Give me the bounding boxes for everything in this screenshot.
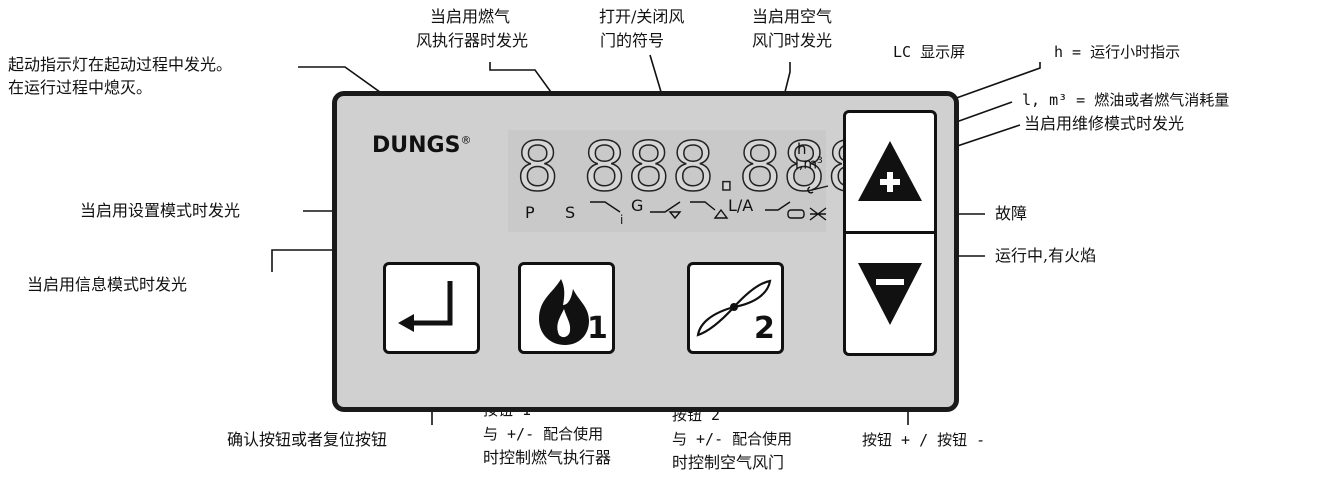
- fuel-actuator-button[interactable]: 1: [518, 262, 615, 354]
- annotation-start-lamp-2: 在运行过程中熄灭。: [8, 78, 153, 97]
- annotation-info-mode: 当启用信息模式时发光: [27, 275, 188, 294]
- plus-triangle-icon: [858, 141, 922, 201]
- damper-open-icon: [713, 208, 729, 219]
- annotation-damper-symbol-1: 打开/关闭风: [599, 7, 685, 26]
- annotation-damper-symbol-2: 门的符号: [600, 31, 665, 50]
- annotation-hours: h = 运行小时指示: [1054, 43, 1181, 61]
- annotation-consumption: l, m³ = 燃油或者燃气消耗量: [1022, 91, 1230, 109]
- annotation-start-lamp-1: 起动指示灯在起动过程中发光。: [8, 55, 233, 74]
- button-2-number: 2: [754, 311, 775, 346]
- annotation-service-mode: 当启用维修模式时发光: [1024, 114, 1185, 133]
- enter-arrow-icon: [398, 281, 453, 332]
- button-1-number: 1: [587, 311, 608, 346]
- consumption-indicator: l,m3: [795, 156, 823, 173]
- annotation-fault: 故障: [995, 204, 1028, 223]
- plus-button[interactable]: [852, 121, 928, 221]
- fan-damper-icon: [696, 279, 772, 337]
- annotation-fuel-actuator-1: 当启用燃气: [430, 7, 511, 26]
- fault-icon: [809, 207, 827, 221]
- annotation-fuel-actuator-2: 风执行器时发光: [416, 31, 529, 50]
- setup-mode-indicator: P: [525, 203, 535, 222]
- annotation-air-damper-1: 当启用空气: [752, 7, 833, 26]
- brand-logo: DUNGS®: [372, 133, 472, 158]
- hours-indicator: h: [797, 140, 807, 158]
- flame-icon: [787, 209, 805, 219]
- start-lamp-indicator: S: [565, 203, 576, 222]
- plus-minus-button-column: [843, 110, 937, 356]
- fuel-actuator-arrow-icon: [590, 201, 621, 213]
- annotation-button2-2: 与 +/- 配合使用: [672, 430, 793, 448]
- damper-closed-icon: [668, 211, 682, 220]
- info-mode-indicator: i: [620, 213, 624, 227]
- air-arrow-icon: [765, 201, 791, 211]
- annotation-plus-minus: 按钮 + / 按钮 -: [862, 431, 986, 449]
- annotation-air-damper-2: 风门时发光: [752, 31, 833, 50]
- annotation-flame: 运行中,有火焰: [995, 246, 1097, 265]
- flame-button-icon: [539, 279, 589, 345]
- minus-button[interactable]: [852, 243, 928, 343]
- annotation-button1-3: 时控制燃气执行器: [483, 448, 612, 467]
- fuel-damper-arrow-icon: [650, 201, 681, 213]
- annotation-confirm-reset: 确认按钮或者复位按钮: [227, 430, 388, 449]
- annotation-setup-mode: 当启用设置模式时发光: [80, 201, 241, 220]
- lc-display: [508, 130, 826, 232]
- wrench-icon: [807, 185, 829, 194]
- annotation-lc-display: LC 显示屏: [893, 43, 966, 61]
- annotation-button2-3: 时控制空气风门: [672, 453, 785, 472]
- air-actuator-arrow-icon: [690, 201, 716, 211]
- confirm-reset-button[interactable]: [383, 262, 480, 354]
- fuel-actuator-indicator: G: [631, 196, 644, 215]
- button-divider: [846, 231, 934, 234]
- annotation-button1-2: 与 +/- 配合使用: [483, 425, 604, 443]
- minus-triangle-icon: [858, 263, 922, 325]
- air-damper-indicator: L/A: [728, 196, 754, 215]
- air-damper-button[interactable]: 2: [687, 262, 784, 354]
